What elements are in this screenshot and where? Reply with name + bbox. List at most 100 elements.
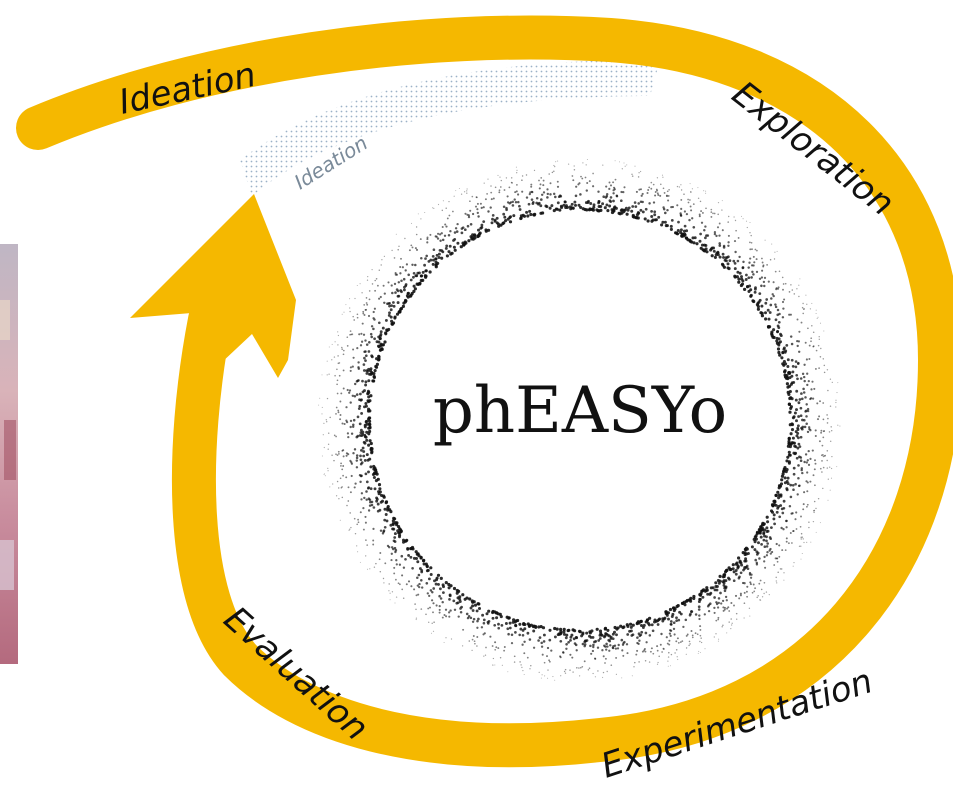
halo-dot	[602, 671, 605, 674]
halo-dot	[359, 344, 363, 347]
halo-dot	[401, 574, 404, 577]
halo-dot	[341, 468, 344, 471]
halo-dot	[429, 589, 433, 592]
halo-dot	[835, 401, 837, 404]
halo-dot	[402, 277, 406, 281]
halo-dot	[594, 676, 597, 678]
halo-dot	[638, 188, 641, 191]
halo-dot	[823, 371, 826, 374]
halo-dot	[384, 331, 388, 335]
halo-dot	[770, 297, 773, 300]
halo-dot	[791, 289, 794, 291]
halo-dot	[516, 172, 518, 174]
halo-dot	[790, 441, 794, 445]
halo-dot	[345, 452, 348, 455]
halo-dot	[583, 643, 587, 646]
halo-dot	[714, 253, 718, 257]
halo-dot	[631, 175, 634, 177]
halo-dot	[444, 608, 448, 611]
halo-dot	[829, 440, 832, 443]
halo-dot	[612, 199, 615, 203]
halo-dot	[763, 581, 766, 584]
halo-dot	[587, 199, 590, 203]
halo-dot	[713, 636, 715, 638]
halo-dot	[406, 291, 410, 296]
halo-dot	[473, 603, 478, 607]
halo-dot	[772, 328, 776, 332]
halo-dot	[821, 460, 823, 462]
halo-dot	[370, 449, 374, 454]
halo-dot	[669, 634, 672, 637]
halo-dot	[572, 637, 576, 641]
halo-dot	[775, 580, 777, 582]
halo-dot	[351, 394, 355, 398]
halo-dot	[796, 436, 800, 440]
halo-dot	[662, 176, 664, 178]
halo-dot	[724, 579, 728, 583]
halo-dot	[425, 564, 429, 568]
halo-dot	[644, 207, 648, 211]
halo-dot	[477, 617, 480, 621]
halo-dot	[800, 515, 802, 518]
halo-dot	[803, 491, 806, 494]
halo-dot	[521, 190, 524, 193]
halo-dot	[436, 237, 440, 240]
halo-dot	[514, 624, 518, 628]
halo-dot	[366, 409, 371, 413]
halo-dot	[790, 342, 794, 346]
halo-dot	[347, 435, 350, 439]
halo-dot	[749, 221, 751, 224]
halo-dot	[508, 186, 511, 189]
halo-dot	[432, 207, 434, 209]
halo-dot	[360, 449, 363, 452]
halo-dot	[569, 669, 571, 671]
halo-dot	[410, 585, 413, 588]
halo-dot	[749, 241, 751, 244]
halo-dot	[471, 620, 475, 624]
halo-dot	[592, 643, 595, 647]
halo-dot	[789, 313, 792, 316]
halo-dot	[619, 199, 623, 203]
halo-dot	[429, 566, 433, 570]
halo-dot	[510, 177, 513, 179]
halo-dot	[733, 267, 737, 271]
halo-dot	[321, 374, 323, 376]
halo-dot	[532, 646, 536, 649]
halo-dot	[803, 460, 806, 464]
halo-dot	[565, 633, 569, 637]
halo-dot	[621, 168, 623, 170]
halo-dot	[548, 659, 551, 662]
halo-dot	[554, 207, 558, 211]
halo-dot	[760, 276, 764, 279]
halo-dot	[671, 606, 676, 610]
halo-dot	[520, 664, 522, 666]
halo-dot	[410, 222, 413, 224]
halo-dot	[540, 177, 543, 179]
halo-dot	[372, 527, 375, 531]
halo-dot	[788, 372, 791, 376]
halo-dot	[820, 347, 822, 350]
halo-dot	[795, 456, 799, 460]
halo-dot	[415, 608, 417, 611]
halo-dot	[690, 191, 692, 193]
halo-dot	[805, 294, 807, 296]
halo-dot	[737, 236, 740, 239]
halo-dot	[786, 482, 790, 486]
halo-dot	[755, 270, 759, 274]
halo-dot	[786, 455, 790, 459]
halo-dot	[702, 248, 706, 252]
halo-dot	[709, 586, 713, 590]
halo-dot	[776, 330, 779, 334]
halo-dot	[472, 617, 476, 621]
halo-dot	[782, 288, 784, 291]
halo-dot	[812, 331, 815, 333]
halo-dot	[435, 604, 438, 607]
halo-dot	[698, 215, 701, 218]
halo-dot	[778, 544, 781, 547]
halo-dot	[778, 270, 781, 273]
halo-dot	[484, 198, 487, 201]
halo-dot	[822, 358, 825, 360]
halo-dot	[810, 337, 813, 340]
halo-dot	[698, 239, 702, 243]
halo-dot	[746, 552, 750, 555]
